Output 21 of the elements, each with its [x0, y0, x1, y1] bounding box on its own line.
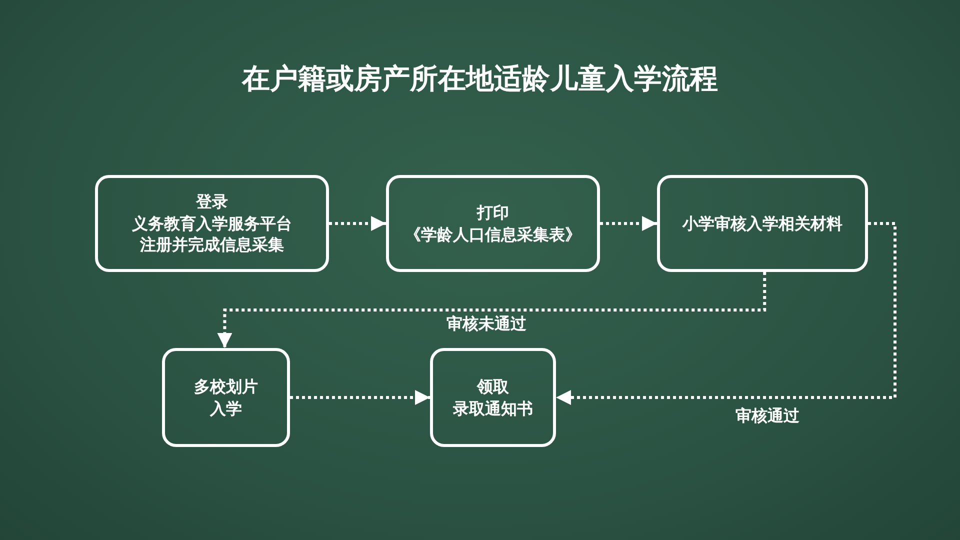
step-heading: 登录 — [196, 191, 228, 213]
dotted-arrow — [329, 216, 386, 231]
process-box — [657, 175, 868, 272]
step-text: 多校划片入学 — [194, 376, 258, 420]
edge-label: 审核未通过 — [446, 314, 527, 335]
process-box — [95, 175, 329, 272]
dotted-arrow — [600, 216, 657, 231]
step-text: 义务教育入学服务平台注册并完成信息采集 — [132, 212, 292, 256]
step-heading: 打印 — [477, 202, 509, 224]
edge-label: 审核通过 — [736, 406, 800, 426]
step-text: 录取通知书 — [453, 398, 533, 420]
dotted-arrow — [217, 272, 766, 348]
process-box — [430, 348, 556, 447]
process-box — [162, 348, 290, 447]
step-text: 《学龄人口信息采集表》 — [405, 224, 581, 246]
dotted-arrow — [290, 390, 430, 405]
dotted-arrow — [556, 222, 896, 405]
process-box — [386, 175, 600, 272]
step-heading: 领取 — [477, 376, 509, 398]
title: 在户籍或房产所在地适龄儿童入学流程 — [242, 62, 718, 96]
step-text: 小学审核入学相关材料 — [682, 212, 842, 234]
